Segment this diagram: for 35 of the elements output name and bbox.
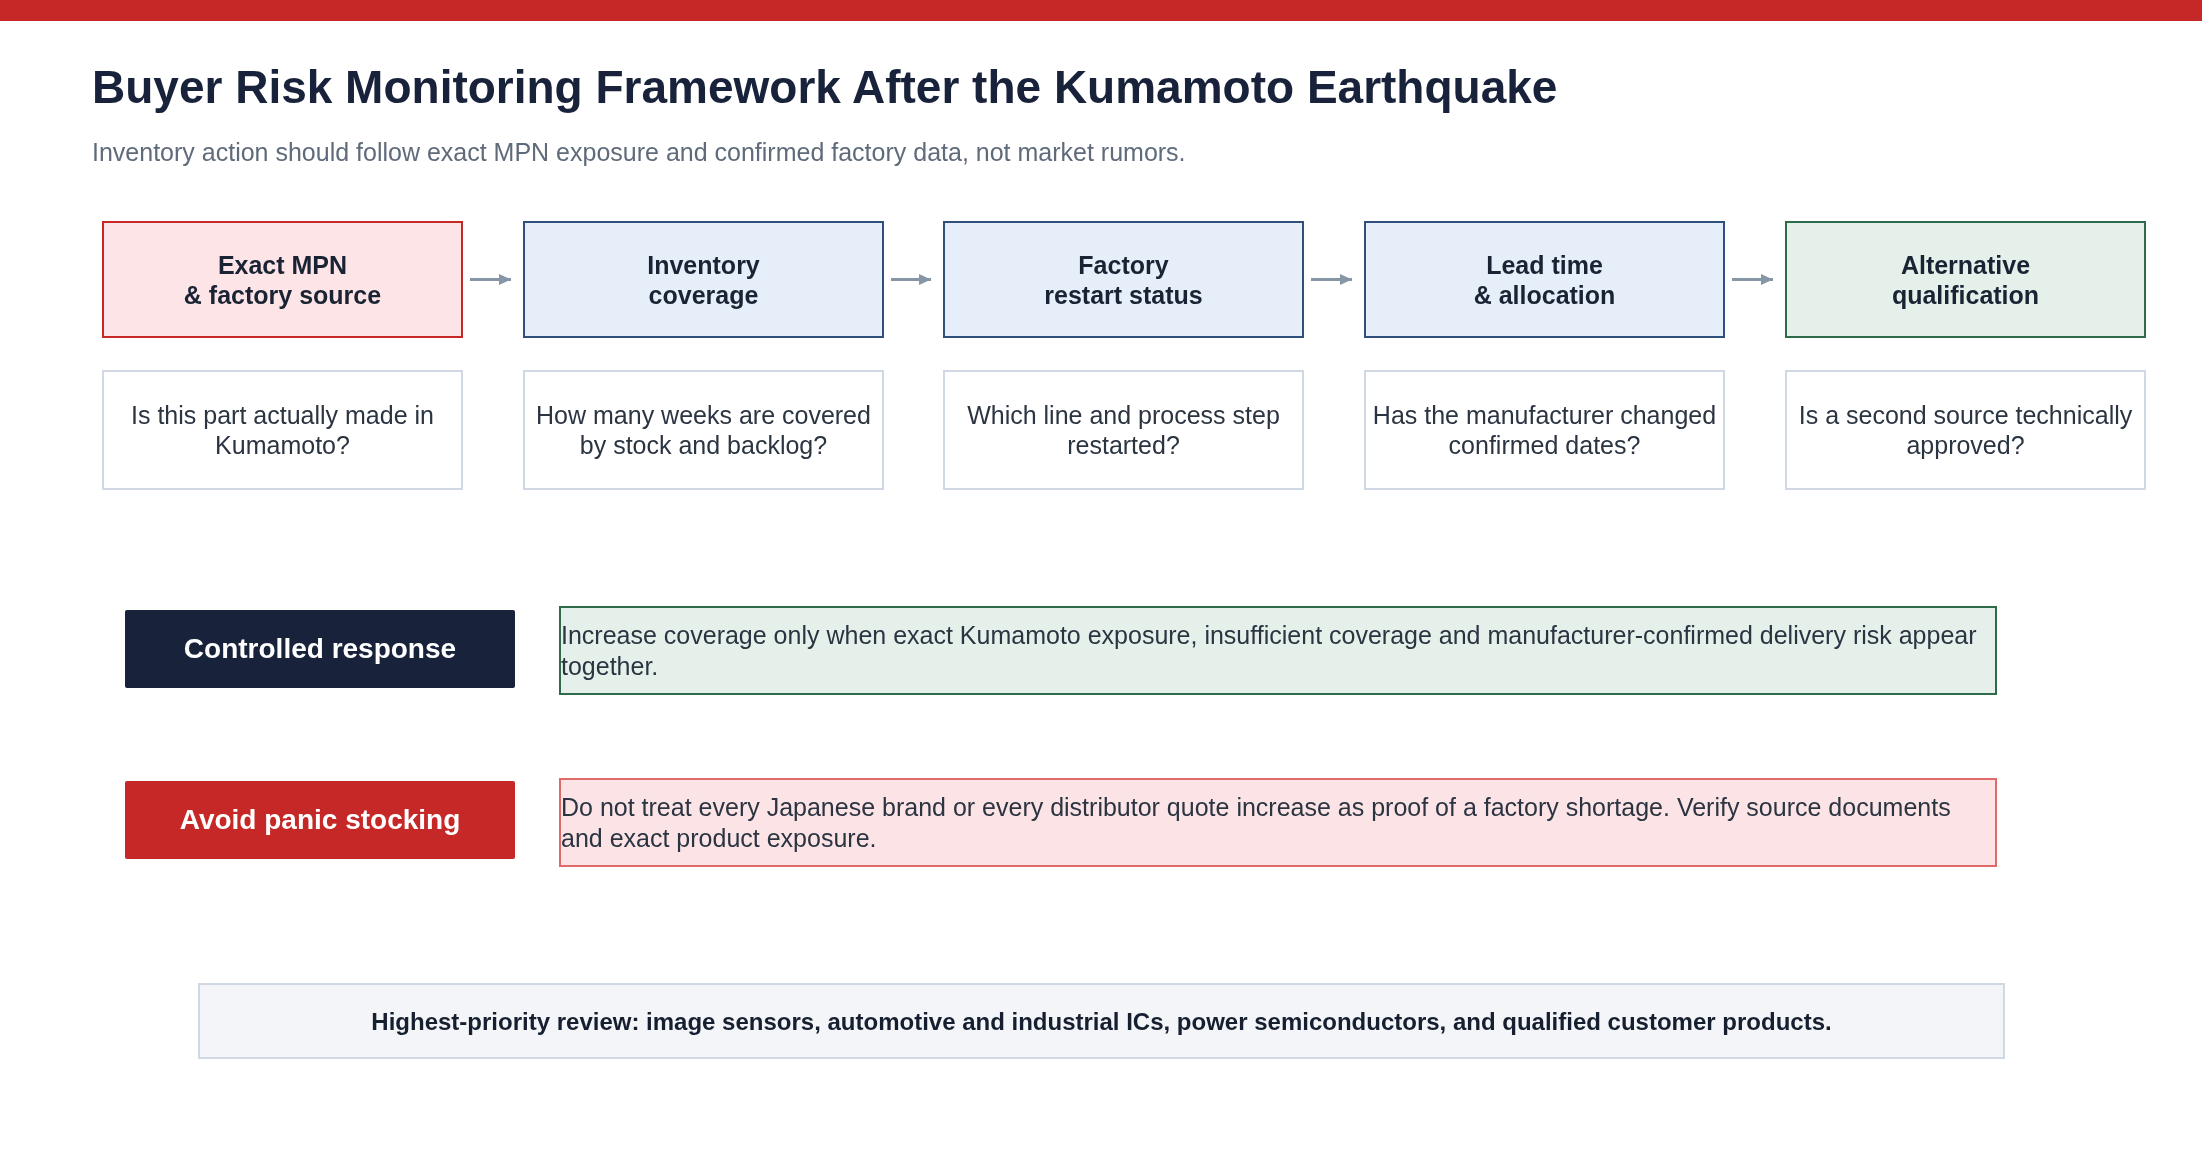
question-text: Is a second source technically approved?: [1797, 400, 2134, 460]
question-box: [102, 370, 463, 490]
step-title: Exact MPN & factory source: [183, 249, 382, 310]
question-text: Which line and process step restarted?: [966, 400, 1281, 460]
question-text: Is this part actually made in Kumamoto?: [130, 400, 435, 460]
flow-arrow: [1732, 274, 1773, 285]
step-title: Alternative qualification: [1891, 249, 2040, 310]
banner-label: Controlled response: [183, 632, 457, 666]
step-box: [1785, 221, 2146, 338]
response-banner: [125, 781, 515, 859]
priority-panel: [198, 983, 2005, 1059]
step-title: Lead time & allocation: [1473, 249, 1616, 310]
flow-arrow: [470, 274, 511, 285]
question-box: [943, 370, 1304, 490]
question-box: [1785, 370, 2146, 490]
banner-label: Avoid panic stocking: [179, 803, 461, 837]
response-banner: [125, 610, 515, 688]
step-box: [523, 221, 884, 338]
flow-arrow: [1311, 274, 1352, 285]
guidance-panel: [559, 778, 1997, 867]
step-title: Inventory coverage: [647, 249, 760, 310]
flow-arrow: [891, 274, 931, 285]
question-text: Has the manufacturer changed confirmed dates?: [1371, 400, 1718, 460]
step-box: [1364, 221, 1725, 338]
priority-note: Highest-priority review: image sensors, automotive and industrial ICs, power semiconductors, and qualified customer products.: [371, 1006, 1832, 1037]
question-text: How many weeks are covered by stock and backlog?: [535, 400, 872, 460]
step-title: Factory restart status: [1044, 249, 1203, 310]
guidance-text: Increase coverage only when exact Kumamoto exposure, insufficient coverage and manufacturer-confirmed delivery risk appear together.: [561, 620, 1978, 681]
step-box: [943, 221, 1304, 338]
guidance-panel: [559, 606, 1997, 695]
step-box: [102, 221, 463, 338]
subtitle-note: Inventory action should follow exact MPN exposure and confirmed factory data, not market rumors.: [92, 140, 1186, 165]
question-box: [1364, 370, 1725, 490]
guidance-text: Do not treat every Japanese brand or every distributor quote increase as proof of a factory shortage. Verify source documents and exact product exposure.: [561, 792, 1952, 853]
question-box: [523, 370, 884, 490]
